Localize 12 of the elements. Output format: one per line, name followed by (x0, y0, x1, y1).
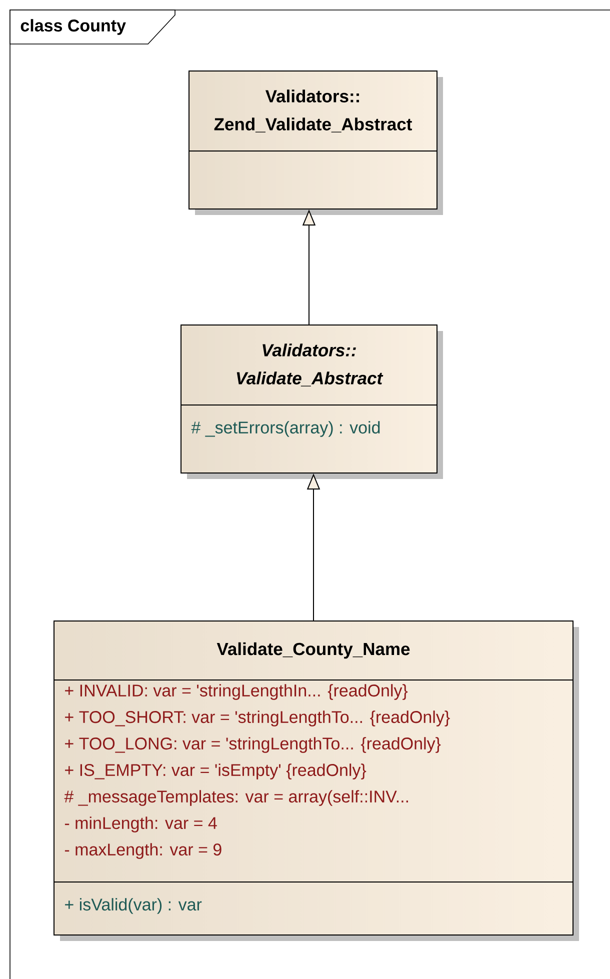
attribute-text: # _messageTemplates: var = array(self::INV... (64, 790, 408, 806)
attribute-text: + IS_EMPTY: var = 'isEmpty' {readOnly} (65, 764, 366, 780)
class-box: Validate_County_Name + INVALID: var = 'stringLengthIn... {readOnly} + TOO_SHORT: var = 'stringLengthTo... {readOnly} + TOO_LONG: var = 'stringLengthTo... {readOnly} + IS_EMPTY: var = 'isEmpty' {readOnly} # _messageTemplates: var = array(self::INV... - minLength: var = 4 - maxLength: var = 9 + isValid(var) : var (54, 620, 579, 942)
attribute-text: + TOO_LONG: var = 'stringLengthTo... {readOnly} (65, 737, 441, 753)
attribute-text: - minLength: var = 4 (64, 816, 217, 832)
attribute-text: - maxLength: var = 9 (64, 843, 222, 859)
class-box: Validators:: Validate_Abstract # _setErrors(array) : void (180, 324, 443, 479)
operation-text: # _setErrors(array) : void (191, 421, 380, 437)
operation-text: + isValid(var) : var (65, 898, 202, 914)
attribute-text: + TOO_SHORT: var = 'stringLengthTo... {readOnly} (65, 710, 450, 726)
attribute-text: + INVALID: var = 'stringLengthIn... {readOnly} (65, 684, 408, 700)
class-box: Validators:: Zend_Validate_Abstract (188, 70, 443, 215)
